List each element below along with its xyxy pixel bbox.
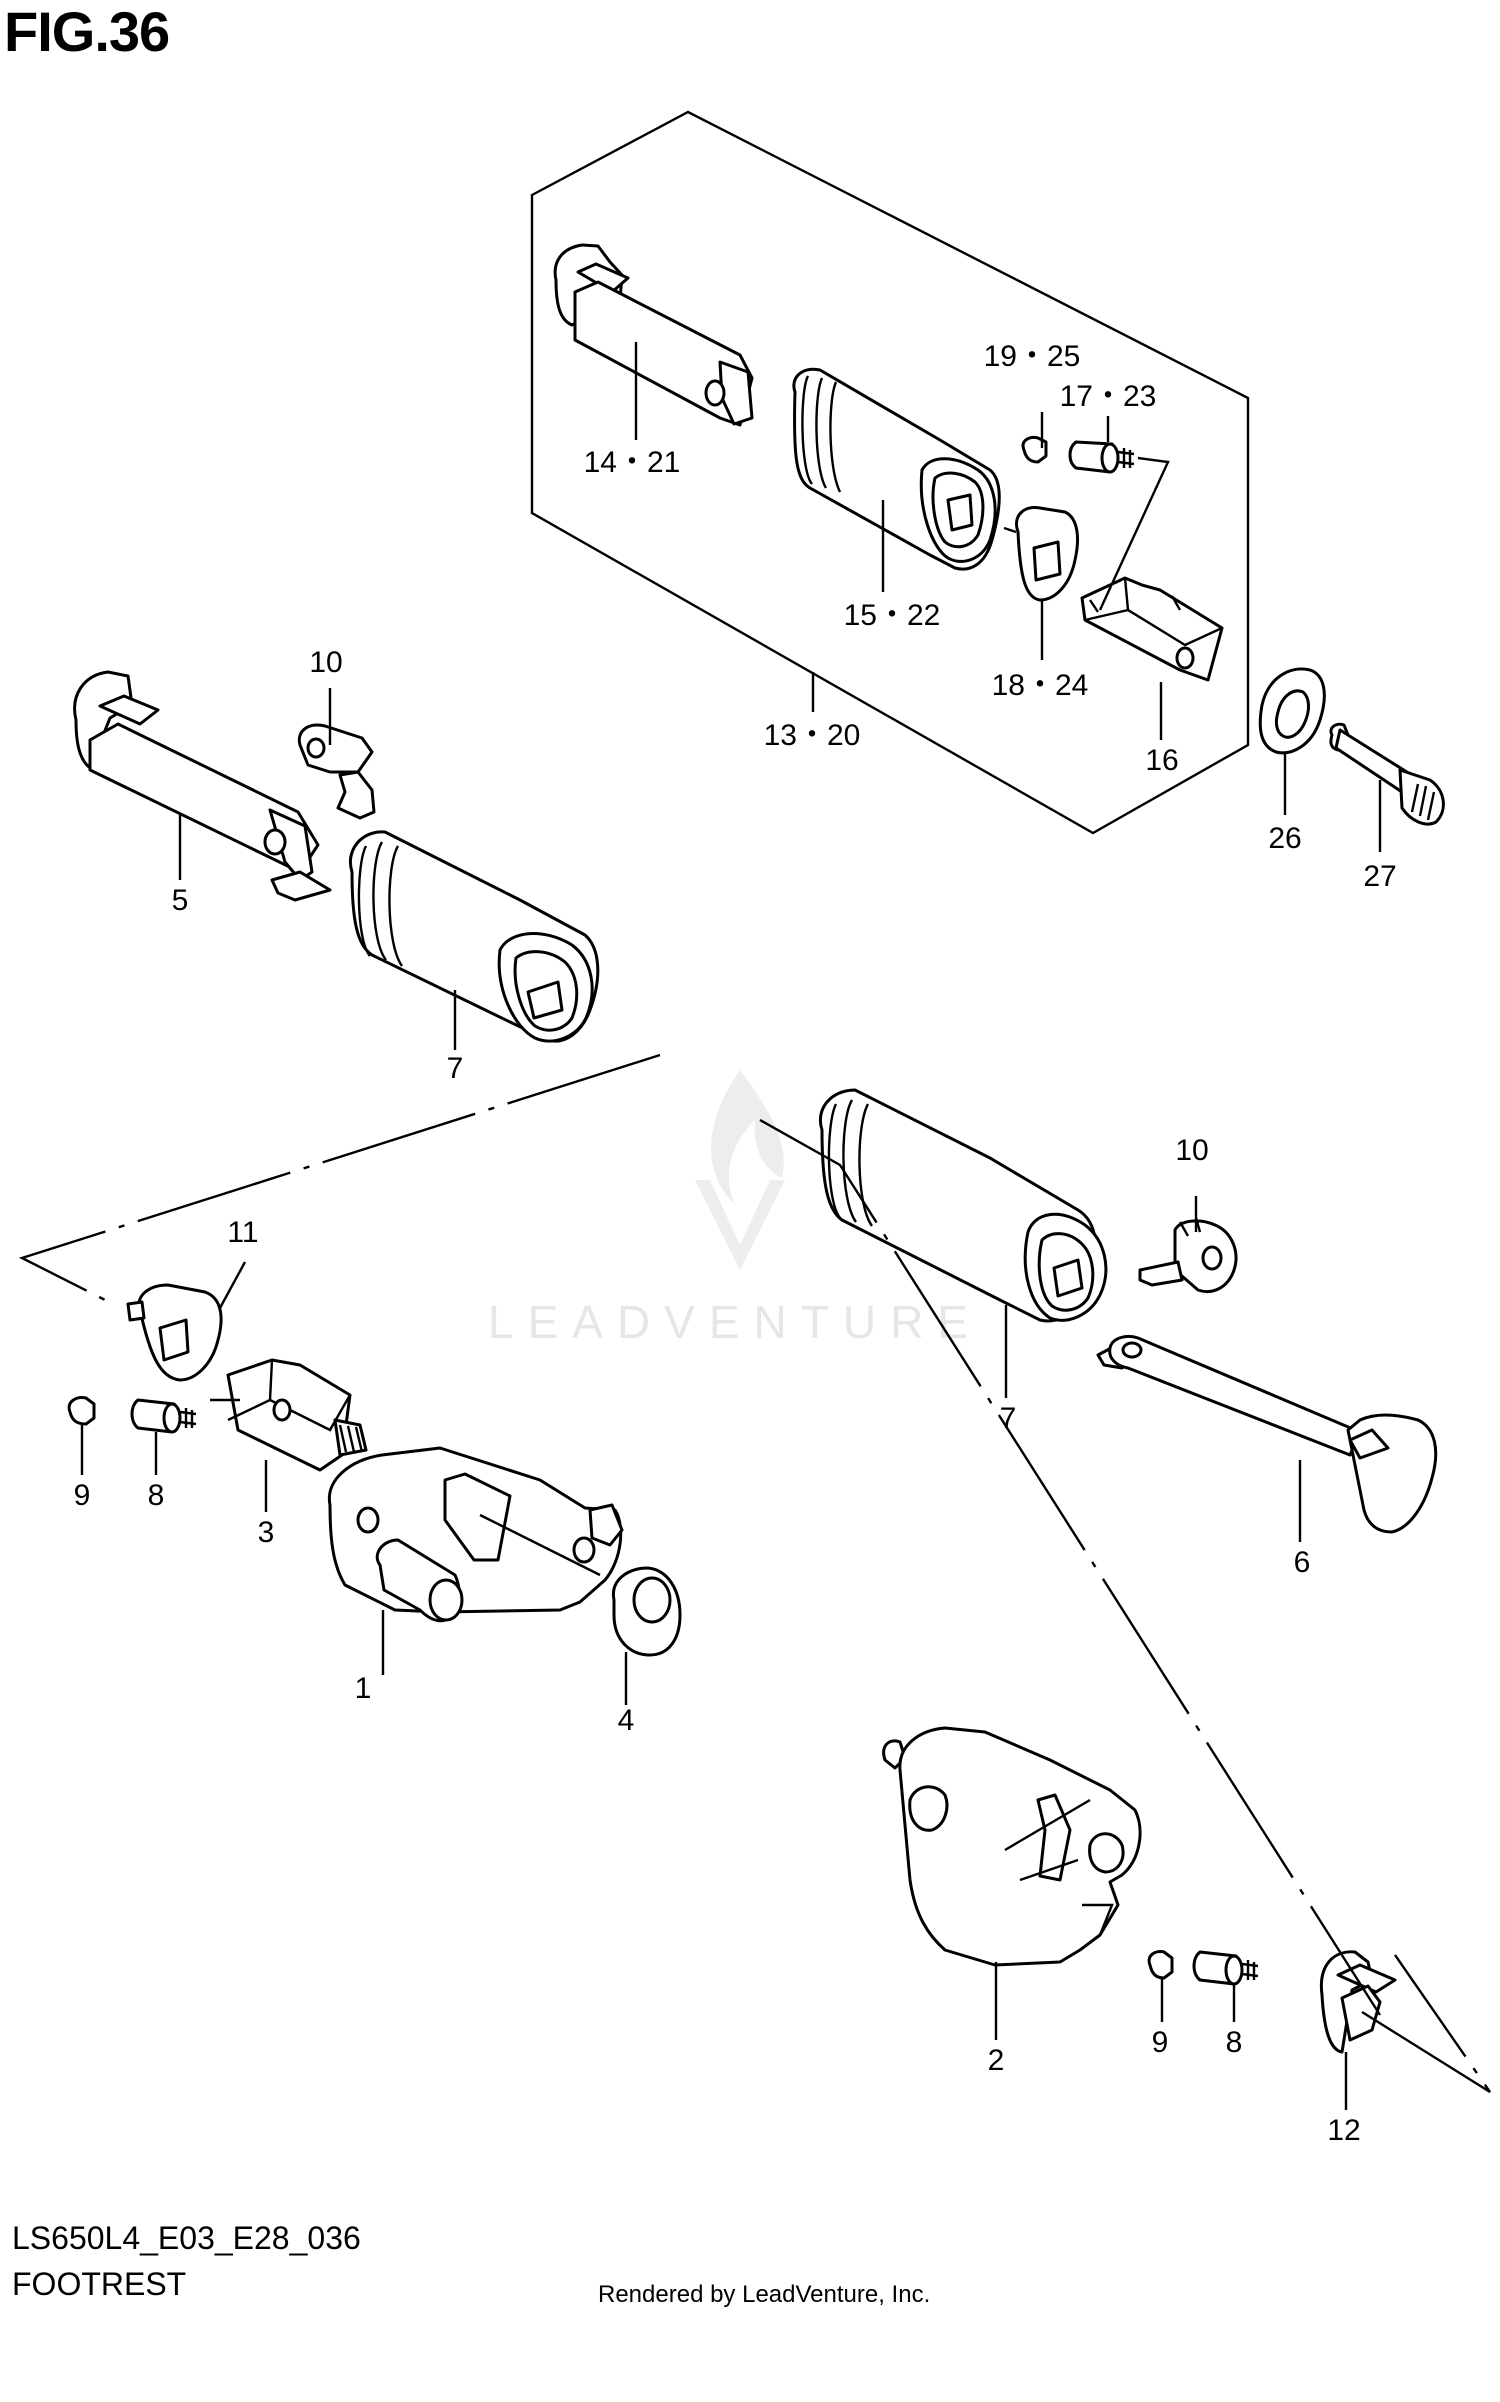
- kit-boundary-outline: [530, 110, 1250, 835]
- diagram-code: LS650L4_E03_E28_036: [12, 2220, 361, 2256]
- callout-18-24: 18・24: [992, 669, 1089, 702]
- callout-27: 27: [1363, 860, 1396, 893]
- callout-5: 5: [172, 884, 189, 917]
- callout-13-20: 13・20: [764, 719, 861, 752]
- callout-9-right: 9: [1152, 2026, 1169, 2059]
- part-10-clip-right: [1138, 1217, 1238, 1294]
- watermark-text: LEADVENTURE: [488, 1296, 982, 1348]
- part-6-footrest-bar: [1096, 1334, 1438, 1534]
- callout-2: 2: [988, 2044, 1005, 2077]
- callout-10-upper: 10: [309, 646, 342, 679]
- callout-11: 11: [227, 1216, 258, 1249]
- callout-15-22: 15・22: [844, 599, 941, 632]
- callout-9-left: 9: [74, 1479, 91, 1512]
- axis-line-right-return: [1361, 1954, 1491, 2094]
- callout-1: 1: [355, 1672, 372, 1705]
- callout-10-right: 10: [1175, 1134, 1208, 1167]
- part-5-footrest-bar: [73, 670, 332, 902]
- part-12-plate: [1319, 1950, 1397, 2054]
- part-27-bolt: [1329, 722, 1445, 826]
- part-10-clip-upper: [297, 723, 376, 820]
- part-14-21-peg-bracket: [553, 243, 754, 427]
- part-7-rubber-upper: [349, 830, 600, 1043]
- leader-11: [218, 1261, 247, 1309]
- callout-17-23: 17・23: [1060, 380, 1157, 413]
- callout-7-right: 7: [1000, 1402, 1017, 1435]
- part-16-pivot-block: [1080, 576, 1224, 682]
- callout-26: 26: [1268, 822, 1301, 855]
- leader-pin-to-block: [1098, 456, 1170, 611]
- part-26-washer: [1258, 667, 1326, 755]
- callout-8-left: 8: [148, 1479, 165, 1512]
- callout-7-upper: 7: [447, 1052, 464, 1085]
- part-19-25-cap: [1021, 436, 1048, 464]
- part-9-cap-right: [1147, 1950, 1174, 1980]
- part-15-22-rubber-grip: [792, 367, 1001, 571]
- callout-12: 12: [1327, 2114, 1360, 2147]
- callout-3: 3: [258, 1516, 275, 1549]
- part-18-24-plate: [1003, 505, 1079, 602]
- leadventure-watermark-logo: [695, 1070, 785, 1270]
- part-2-mounting-bracket-right: [882, 1726, 1142, 1967]
- callout-16: 16: [1145, 744, 1178, 777]
- part-8-pin-left: [130, 1398, 197, 1434]
- callout-4: 4: [618, 1704, 635, 1737]
- callout-8-right: 8: [1226, 2026, 1243, 2059]
- part-17-23-pin: [1068, 440, 1135, 474]
- render-credit: Rendered by LeadVenture, Inc.: [598, 2281, 931, 2308]
- part-8-pin-right: [1192, 1950, 1259, 1986]
- callout-14-21: 14・21: [584, 446, 681, 479]
- figure-title: FIG.36: [4, 0, 170, 63]
- diagram-name: FOOTREST: [12, 2266, 187, 2302]
- part-11-plate: [126, 1283, 223, 1382]
- part-9-cap-left: [67, 1396, 96, 1426]
- axis-line-left: [18, 1053, 661, 1307]
- part-7-rubber-right: [819, 1088, 1108, 1323]
- part-3-spring-block: [210, 1358, 368, 1472]
- part-4-collar: [611, 1566, 682, 1657]
- callout-6: 6: [1294, 1546, 1311, 1579]
- axis-line-right: [759, 1118, 1382, 2016]
- part-1-mounting-bracket: [327, 1446, 624, 1623]
- callout-19-25: 19・25: [984, 340, 1081, 373]
